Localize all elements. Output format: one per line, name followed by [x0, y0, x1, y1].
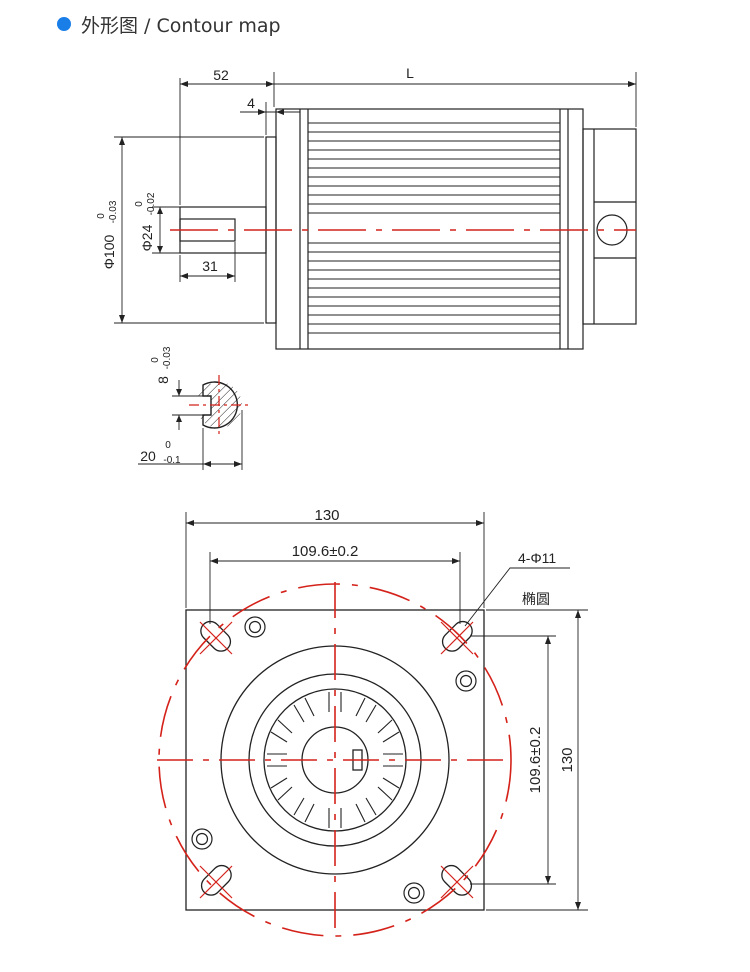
dim-shaft-length: 52 — [213, 67, 229, 83]
side-view-dimensions — [114, 72, 637, 324]
section-title: 外形图 / Contour map — [81, 14, 281, 37]
hole-note: 椭圆 — [522, 591, 550, 607]
section-header: 外形图 / Contour map — [57, 8, 281, 40]
rotor-slots — [267, 692, 403, 828]
svg-text:20: 20 — [140, 448, 156, 464]
svg-text:-0.03: -0.03 — [162, 346, 173, 369]
side-view — [179, 108, 637, 350]
svg-text:0: 0 — [150, 357, 161, 363]
keyway — [194, 396, 211, 415]
motor-body — [275, 108, 584, 350]
dim-key-length: 31 — [202, 258, 218, 274]
hole-callout: 4-Φ11 — [518, 550, 556, 566]
front-centerlines — [157, 582, 513, 938]
svg-text:0: 0 — [134, 201, 145, 207]
dim-flange-step: 4 — [247, 95, 255, 111]
dim-hole-spacing-h: 109.6±0.2 — [292, 543, 359, 560]
svg-text:-0.03: -0.03 — [108, 200, 119, 223]
dim-width: 130 — [314, 507, 339, 524]
dim-key-width: 8 0 -0.03 — [150, 346, 173, 384]
dim-height: 130 — [559, 747, 576, 772]
rotor-outer — [248, 673, 422, 847]
front-view-dimensions — [185, 512, 588, 911]
svg-text:Φ24: Φ24 — [139, 224, 155, 251]
svg-text:0: 0 — [165, 440, 171, 451]
dim-hole-spacing-v: 109.6±0.2 — [527, 727, 544, 794]
rear-cap — [582, 128, 637, 325]
dim-shaft-diameter: Φ24 0 -0.02 — [134, 192, 157, 251]
screw-holes — [191, 616, 477, 904]
svg-text:8: 8 — [155, 376, 171, 384]
dim-pilot-diameter: Φ100 0 -0.03 — [96, 200, 119, 269]
blue-dot-icon — [57, 17, 71, 31]
shaft-section — [138, 375, 249, 470]
svg-text:Φ100: Φ100 — [101, 235, 117, 270]
svg-text:-0.1: -0.1 — [163, 455, 181, 466]
dim-body-length: L — [406, 65, 414, 81]
svg-text:0: 0 — [96, 213, 107, 219]
dim-key-depth: 20 0 -0.1 — [140, 440, 181, 466]
svg-text:-0.02: -0.02 — [146, 192, 157, 215]
cooling-fins — [308, 122, 560, 334]
mounting-holes — [200, 620, 473, 896]
